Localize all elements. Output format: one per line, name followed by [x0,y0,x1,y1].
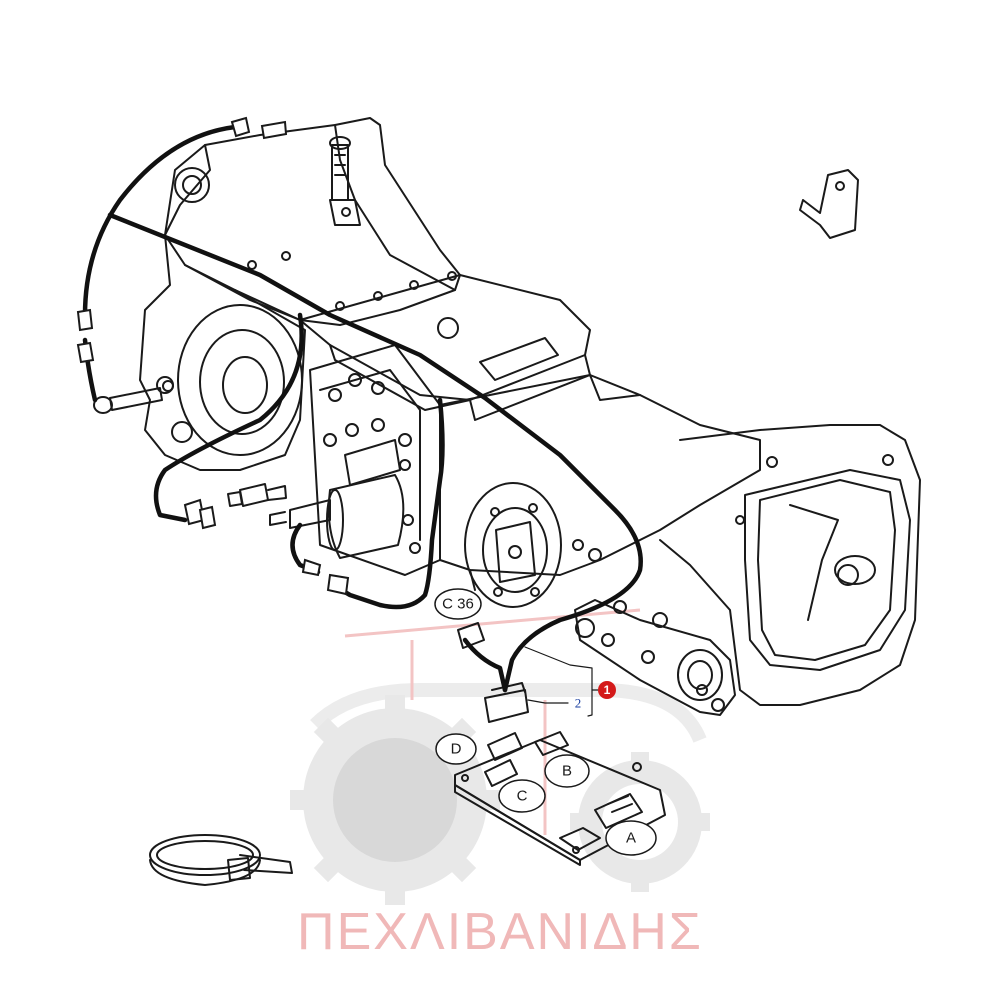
item-2-number: 2 [575,696,582,711]
callout-c-oval [498,779,546,813]
mounting-bracket [799,169,859,239]
callout-d-label: D [451,741,462,758]
wiring-harness [82,124,643,693]
callout-b-oval [544,754,590,788]
connector-plug [457,622,529,723]
sensor-plug [239,483,269,507]
bell-housing [659,424,921,706]
left-housing [139,234,306,471]
wire-connectors [76,116,350,596]
callout-a-label: A [626,830,636,847]
upper-housing [164,117,461,326]
item-1-number[interactable]: 1 [604,683,611,697]
callout-d-oval [435,733,477,765]
left-bolt [109,387,163,411]
callout-c36-oval [434,588,482,620]
callout-a-oval [605,820,657,856]
callout-c36-label: C 36 [442,596,474,613]
callout-b-label: B [562,763,572,780]
front-flange [464,482,562,608]
callout-c-label: C [517,788,528,805]
top-bolt [331,144,349,201]
circuit-board [454,731,666,866]
center-housing [439,374,761,576]
item-1-marker[interactable] [598,681,616,699]
solenoid [327,474,405,559]
watermark-text: ΠΕΧΛΙΒΑΝΙΔΗΣ [297,903,703,961]
cable-tie [149,834,293,886]
